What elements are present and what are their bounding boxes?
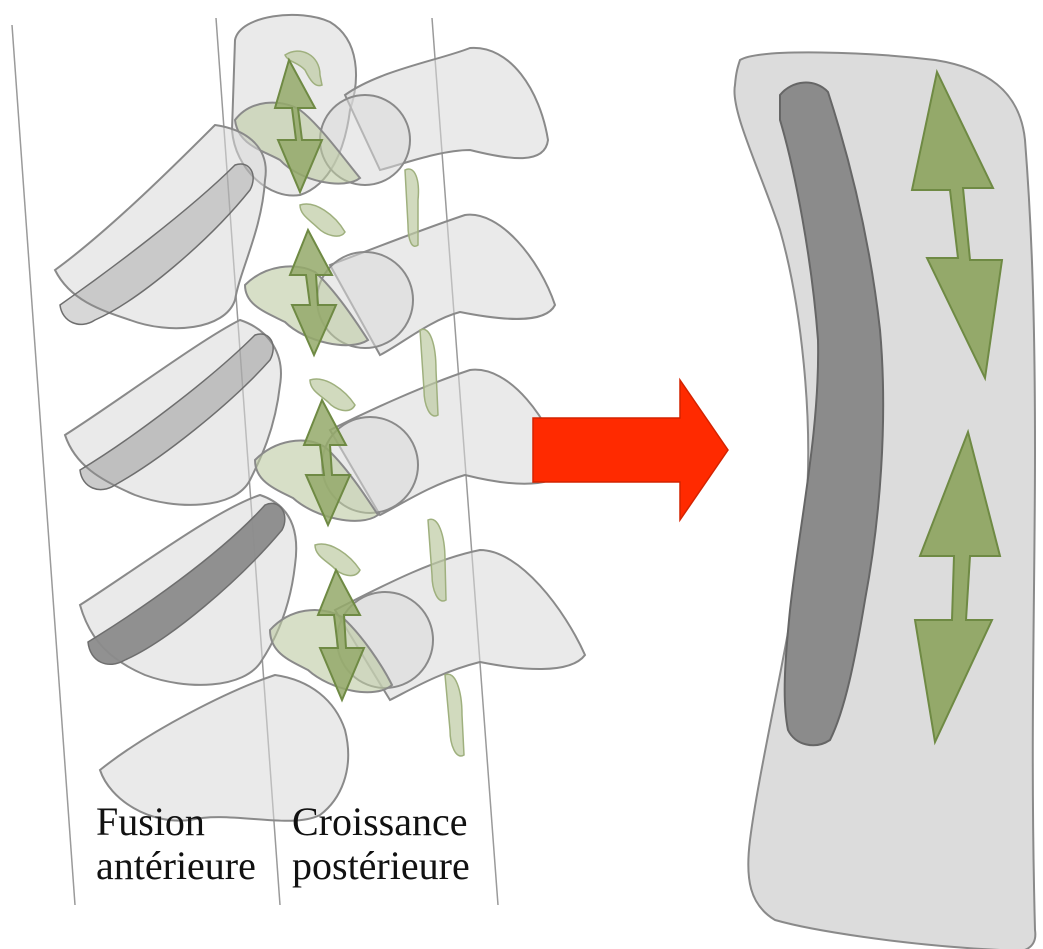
posterior-element-5 [445,674,464,756]
label-anterior-fusion-line-2: antérieure [96,844,256,888]
result-curved-spine [734,52,1035,949]
label-anterior-fusion: Fusion antérieure [96,800,256,888]
label-posterior-growth-line-1: Croissance [292,800,470,844]
label-anterior-fusion-line-1: Fusion [96,800,256,844]
label-posterior-growth-line-2: postérieure [292,844,470,888]
guide-line-left [12,25,75,905]
right-arrow-icon [533,380,728,520]
posterior-element-2 [405,169,418,246]
label-posterior-growth: Croissance postérieure [292,800,470,888]
posterior-element-7 [310,379,355,411]
